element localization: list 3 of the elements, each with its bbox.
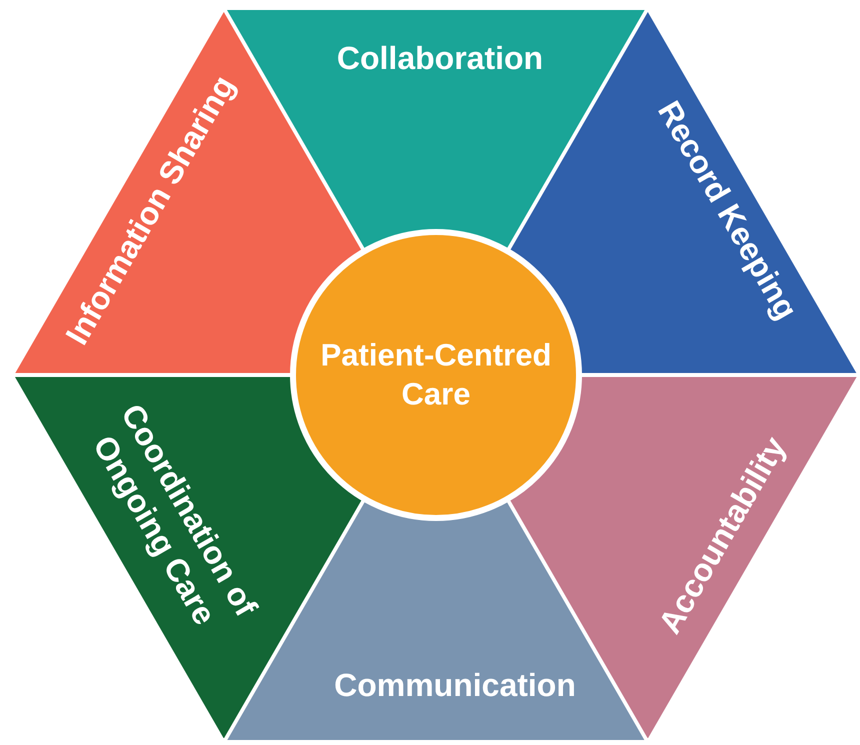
segment-label: Collaboration xyxy=(336,38,544,78)
segment-label: Patient-Centred Care xyxy=(320,336,552,413)
segment-label: Communication xyxy=(334,666,576,705)
